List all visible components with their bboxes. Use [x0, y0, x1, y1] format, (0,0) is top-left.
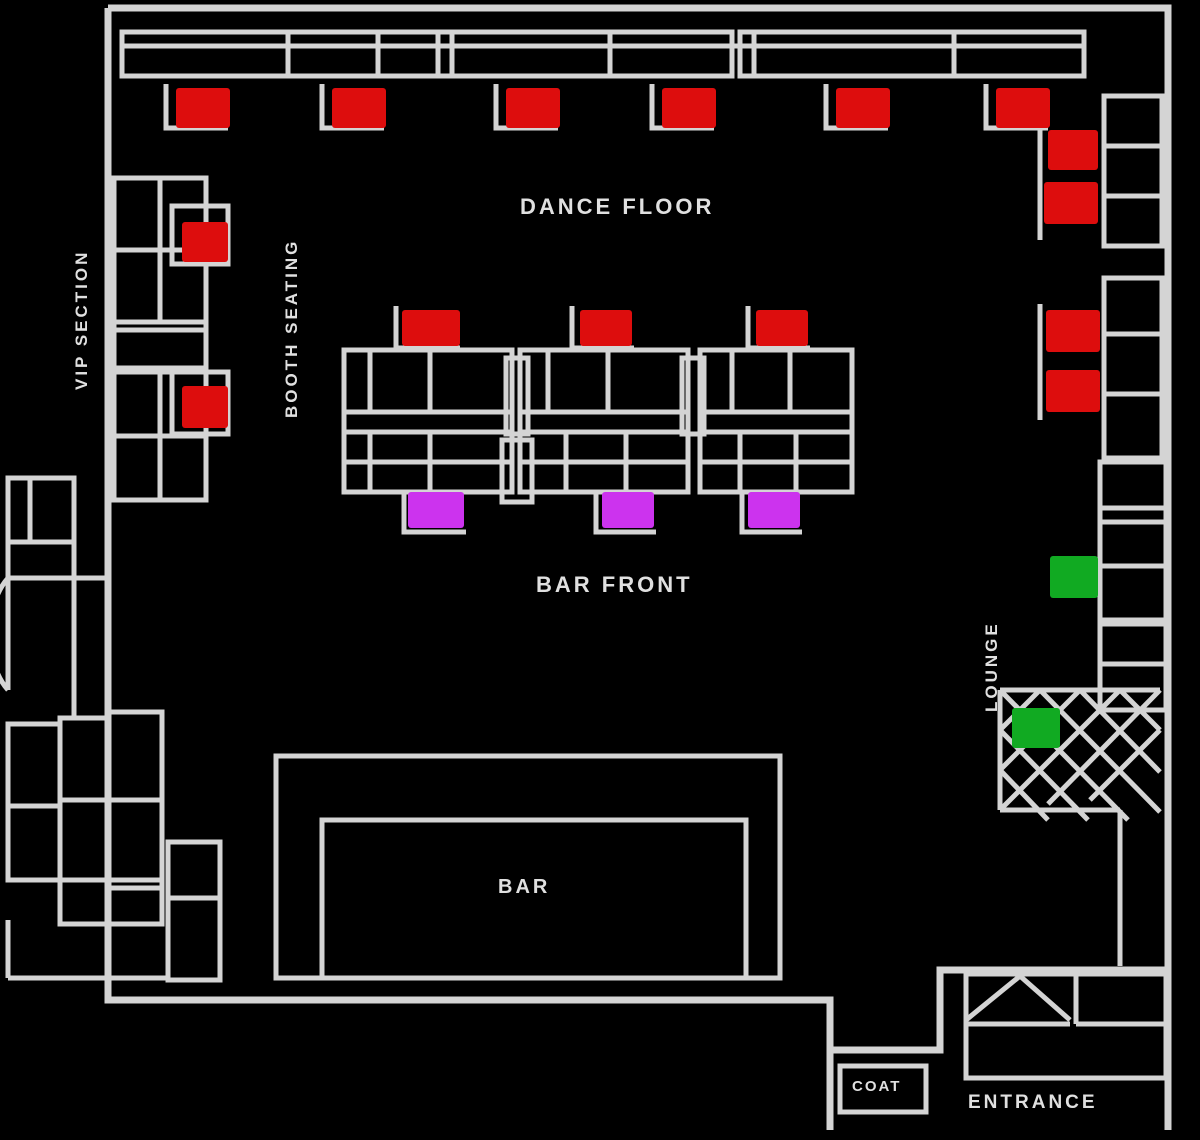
table-marker-t15[interactable]: [756, 310, 808, 346]
table-marker-t01[interactable]: [176, 88, 230, 128]
coat-check-booth-group: [837, 1063, 929, 1115]
table-marker-t11[interactable]: [182, 222, 228, 262]
top-seat-brackets-group: [163, 84, 1048, 131]
table-marker-t03[interactable]: [506, 88, 560, 128]
lower-left-service-group: [0, 475, 223, 983]
wall-outline-group: [104, 4, 1172, 1130]
entrance-vestibule-group: [963, 971, 1169, 1081]
central-bar-island-group: [341, 347, 855, 505]
table-marker-t02[interactable]: [332, 88, 386, 128]
top-bar-counter-group: [119, 29, 1087, 79]
table-marker-t18[interactable]: [748, 492, 800, 528]
table-markers-group: [176, 88, 1100, 748]
table-marker-t08[interactable]: [1044, 182, 1098, 224]
table-marker-t13[interactable]: [402, 310, 460, 346]
table-marker-t19[interactable]: [1050, 556, 1098, 598]
table-marker-t20[interactable]: [1012, 708, 1060, 748]
table-marker-t16[interactable]: [408, 492, 464, 528]
table-marker-t17[interactable]: [602, 492, 654, 528]
table-marker-t06[interactable]: [996, 88, 1050, 128]
table-marker-t09[interactable]: [1046, 310, 1100, 352]
table-marker-t14[interactable]: [580, 310, 632, 346]
right-wall-seating-group: [1037, 93, 1169, 713]
table-marker-t12[interactable]: [182, 386, 228, 428]
stage-platform-group: [273, 753, 783, 981]
table-marker-t10[interactable]: [1046, 370, 1100, 412]
table-marker-t07[interactable]: [1048, 130, 1098, 170]
central-bar-seat-brackets-group: [393, 306, 810, 535]
table-marker-t04[interactable]: [662, 88, 716, 128]
table-marker-t05[interactable]: [836, 88, 890, 128]
